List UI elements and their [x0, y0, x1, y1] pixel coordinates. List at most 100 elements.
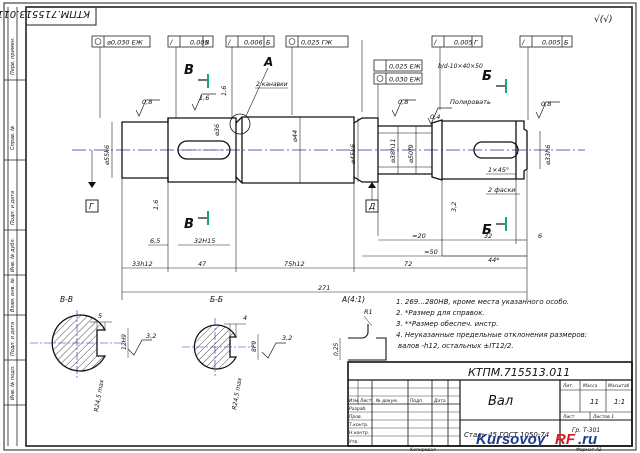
strip-label-6: Подп. и дата — [10, 322, 16, 356]
section-vv — [30, 310, 152, 378]
detail-d025: 0,25 — [333, 342, 340, 356]
note-2: 2. *Размер для справок. — [396, 309, 485, 317]
tb-scale: 1:1 — [614, 398, 625, 406]
tb-h-massa: Масса — [583, 383, 598, 389]
dim-l6: 72 — [404, 260, 412, 268]
rough-08d: 0,8 — [541, 100, 551, 108]
section-v-bottom: В — [184, 217, 194, 232]
tb-sheet-count: 11 — [590, 398, 599, 406]
tb-h-ndoc: № докум. — [375, 398, 398, 404]
tb-razrab: Разраб. — [349, 406, 367, 412]
dim-l10: 44* — [488, 256, 500, 264]
svg-text:Б: Б — [564, 39, 569, 47]
note-3: 3. **Размер обеспеч. инстр. — [396, 320, 498, 328]
dim-s4: 8P9 — [251, 341, 258, 352]
rough-16b: 1,6 — [152, 200, 160, 210]
watermark-text-2: RF — [555, 431, 576, 448]
base-d-label: Д — [368, 202, 375, 211]
base-d-arrow — [368, 182, 376, 188]
polish-label: Полировать — [450, 98, 491, 106]
tb-h-izm: Изм. — [349, 398, 360, 404]
rough-04: 0,4 — [430, 113, 440, 121]
base-g-box — [85, 199, 99, 213]
section-b-top: Б — [482, 69, 492, 84]
code-rotated: КТПМ.715513.011 — [0, 8, 90, 19]
rough-32-shaft: 3,2 — [450, 202, 458, 212]
rough-32-bb: 3,2 — [282, 334, 292, 342]
tol-1: ⌀0,030 ЕЖ — [107, 39, 144, 47]
dim-l12: 6 — [538, 232, 542, 240]
dim-d7: ⌀33h6 — [544, 145, 552, 165]
note-4: 4. Неуказанные предельные отклонения раз… — [396, 331, 587, 339]
strip-label-3: Подп. и дата — [10, 191, 16, 225]
tol-7: 0,025 ЕЖ — [389, 63, 422, 71]
tb-utv: Утв. — [349, 439, 358, 445]
dim-l2: 32H15 — [194, 237, 215, 245]
base-g-label: Г — [89, 202, 94, 211]
view-a-label: А(4:1) — [341, 295, 365, 304]
svg-text:/: / — [169, 39, 173, 47]
tb-h-podp: Подп. — [410, 398, 424, 404]
strip-label-1: Перв. примен. — [10, 37, 16, 75]
svg-text:/: / — [521, 39, 525, 47]
detail-a-view — [339, 315, 387, 361]
dim-d2: ⌀36 — [213, 124, 221, 136]
left-strip: Перв. примен. Справ. № Подп. и дата Инв.… — [4, 7, 26, 446]
title-name: Вал — [488, 394, 513, 409]
rough-08a: 0,8 — [142, 98, 152, 106]
tol-3: 0,006 — [244, 39, 263, 47]
dim-d5: ⌀38h11 — [389, 138, 397, 163]
section-b-bottom: Б — [482, 223, 492, 238]
code-box-top — [25, 6, 97, 26]
chamfer-note: 1×45° — [488, 166, 509, 174]
rough-16a: 1,6 — [199, 94, 209, 102]
title-code: КТПМ.715513.011 — [468, 366, 570, 379]
tb-h-lit: Лит. — [562, 383, 573, 389]
section-vv-title: В-В — [60, 295, 73, 304]
chamfer-count: 2 фаски — [488, 186, 515, 194]
dim-l9: ≈50 — [424, 248, 438, 256]
tb-h-masht: Масштаб — [608, 383, 630, 389]
rough-32-vv: 3,2 — [146, 332, 156, 340]
strip-label-5: Взам. инв. № — [10, 278, 16, 312]
title-material: Сталь 45 ГОСТ 1050-74 — [464, 431, 549, 439]
dim-d4: ⌀45k6 — [349, 144, 357, 164]
tol-4: 0,025 ГЖ — [301, 39, 333, 47]
tol-5: 0,005 — [454, 39, 473, 47]
tb-copied: Копировал — [410, 447, 436, 453]
watermark-text-1: Kursovoy — [476, 431, 546, 448]
dim-l4: 47 — [198, 260, 207, 268]
dim-l8: ≈20 — [412, 232, 426, 240]
dim-d6: ⌀50f9 — [407, 144, 415, 163]
section-markers: В В Б Б — [184, 63, 507, 238]
strip-label-4: Инв. № дубл. — [10, 238, 16, 272]
dim-r2: R24,5 max — [231, 377, 244, 411]
tb-prov: Пров. — [349, 414, 362, 420]
dim-r1: R24,5 max — [93, 379, 106, 413]
dim-d3: ⌀44 — [291, 130, 299, 142]
tol-8: 0,030 ЕЖ — [389, 76, 422, 84]
dim-s1: 5 — [98, 312, 102, 320]
tb-format: Формат А3 — [576, 447, 602, 453]
tb-tkontr: Т.контр. — [349, 422, 369, 428]
grooves-label: 2 канавки — [256, 81, 288, 88]
spline-designation: b/d-10×40×50 — [438, 63, 483, 70]
svg-text:/: / — [227, 39, 231, 47]
detail-r1: R1 — [364, 308, 373, 316]
watermark-text-3: .ru — [578, 431, 597, 448]
dim-l11: 32 — [484, 232, 492, 240]
technical-notes: 1. 269...280НВ, кроме места указанного о… — [396, 298, 587, 350]
roughness-general: √(√) — [594, 14, 613, 25]
dim-l7: 271 — [318, 284, 330, 292]
dim-l5: 75h12 — [284, 260, 305, 268]
rough-08b: 0,8 — [398, 98, 408, 106]
tb-nkontr: Н.контр. — [349, 430, 369, 436]
watermark: Kursovoy RF .ru — [476, 431, 597, 448]
svg-text:Г: Г — [474, 39, 479, 47]
section-v-top: В — [184, 63, 194, 78]
tol-6: 0,005 — [542, 39, 561, 47]
tol-2: 0,005 — [190, 39, 209, 47]
base-g-arrow — [88, 182, 96, 188]
